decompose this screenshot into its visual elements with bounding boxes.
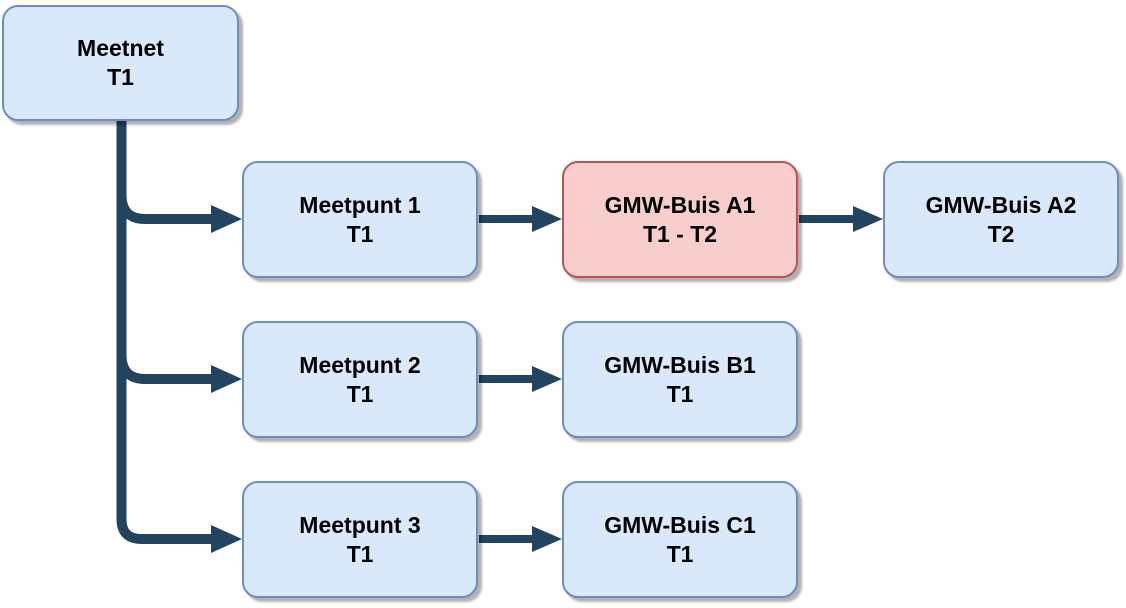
edge-meetpunt1-gmwa1-arrowhead (532, 206, 562, 232)
node-gmw-buis-a1: GMW-Buis A1 T1 - T2 (562, 161, 798, 278)
node-gmw-buis-b1: GMW-Buis B1 T1 (562, 321, 798, 438)
edge-meetpunt2-gmwb1-arrowhead (532, 366, 562, 392)
node-meetpunt3-title: Meetpunt 3 (299, 511, 421, 538)
node-meetpunt1-title: Meetpunt 1 (299, 191, 421, 218)
node-meetpunt2-title: Meetpunt 2 (299, 351, 421, 378)
node-gmw-buis-a1-period: T1 - T2 (642, 220, 718, 247)
node-meetpunt3-period: T1 (346, 540, 374, 567)
node-meetpunt1-period: T1 (346, 220, 374, 247)
edge-meetnet-meetpunt3-arrowhead (211, 525, 242, 553)
node-gmw-buis-a2: GMW-Buis A2 T2 (883, 161, 1119, 278)
edge-meetnet-meetpunt3 (116, 119, 212, 544)
edge-meetnet-meetpunt2 (116, 353, 212, 384)
node-gmw-buis-b1-period: T1 (666, 380, 694, 407)
node-meetpunt1: Meetpunt 1 T1 (242, 161, 478, 278)
node-meetnet-title: Meetnet (77, 35, 164, 61)
node-gmw-buis-a2-period: T2 (987, 220, 1015, 247)
node-meetnet: Meetnet T1 (2, 5, 239, 121)
node-gmw-buis-c1: GMW-Buis C1 T1 (562, 481, 798, 598)
node-meetpunt2: Meetpunt 2 T1 (242, 321, 478, 438)
edge-meetnet-meetpunt1-arrowhead (211, 205, 242, 233)
node-gmw-buis-b1-title: GMW-Buis B1 (604, 351, 756, 378)
node-meetpunt2-period: T1 (346, 380, 374, 407)
node-gmw-buis-a1-title: GMW-Buis A1 (604, 191, 756, 218)
node-gmw-buis-a2-title: GMW-Buis A2 (925, 191, 1077, 218)
node-meetnet-period: T1 (107, 64, 134, 90)
node-meetpunt3: Meetpunt 3 T1 (242, 481, 478, 598)
edge-meetnet-meetpunt2-arrowhead (211, 365, 242, 393)
edge-meetnet-meetpunt1 (116, 193, 212, 224)
node-gmw-buis-c1-title: GMW-Buis C1 (604, 511, 756, 538)
edge-meetpunt3-gmwc1-arrowhead (532, 526, 562, 552)
node-gmw-buis-c1-period: T1 (666, 540, 694, 567)
edge-gmwa1-gmwa2-arrowhead (853, 206, 883, 232)
